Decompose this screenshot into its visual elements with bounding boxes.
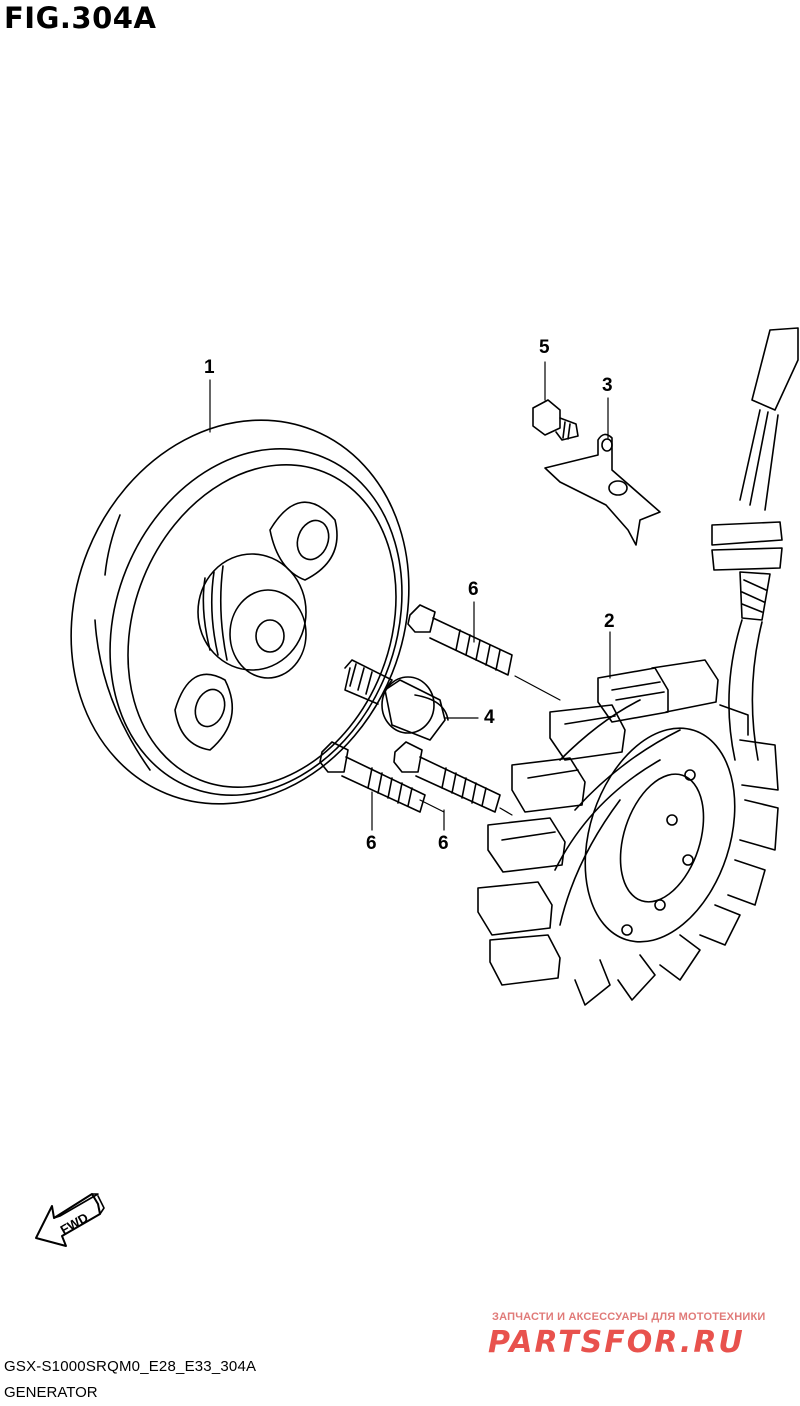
callout-4: 4 bbox=[484, 707, 495, 728]
callout-1: 1 bbox=[204, 357, 215, 378]
callout-3: 3 bbox=[602, 375, 613, 396]
bolt-6-lower-left bbox=[319, 741, 426, 813]
callout-5: 5 bbox=[539, 337, 550, 358]
diagram-code: GSX-S1000SRQM0_E28_E33_304A bbox=[4, 1358, 257, 1375]
figure-title: FIG.304A bbox=[4, 1, 157, 35]
bolt-5 bbox=[532, 399, 579, 441]
callout-6-upper: 6 bbox=[468, 579, 479, 600]
watermark-tagline: ЗАПЧАСТИ И АКСЕССУАРЫ ДЛЯ МОТОТЕХНИКИ bbox=[492, 1311, 766, 1323]
bracket-3 bbox=[544, 433, 661, 546]
bolt-6-upper bbox=[407, 604, 513, 676]
watermark-logo: PARTSFOR.RU bbox=[488, 1325, 745, 1360]
wire-harness bbox=[711, 327, 799, 761]
callout-6-lower-left: 6 bbox=[366, 833, 377, 854]
bolt-6-lower-right bbox=[393, 741, 501, 813]
callout-6-lower-right: 6 bbox=[438, 833, 449, 854]
rotor-flywheel bbox=[70, 419, 410, 805]
leader-lines bbox=[209, 361, 611, 831]
diagram-caption: GENERATOR bbox=[4, 1384, 98, 1401]
bolt-4 bbox=[344, 659, 449, 741]
stator-2 bbox=[477, 659, 779, 1006]
callout-2: 2 bbox=[604, 611, 615, 632]
fwd-arrow-icon bbox=[35, 1193, 105, 1247]
